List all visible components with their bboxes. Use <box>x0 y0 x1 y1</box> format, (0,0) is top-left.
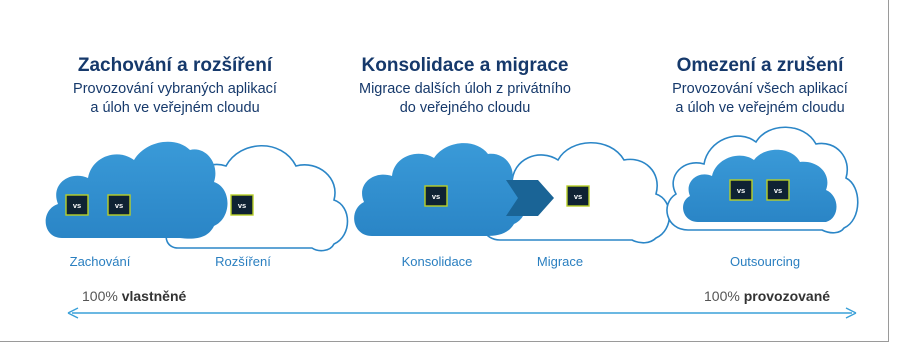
vs-box-konsolidace: vs <box>424 185 448 207</box>
axis-left-percent: 100% <box>82 288 118 304</box>
label-outsourcing: Outsourcing <box>729 254 801 269</box>
diagram-frame <box>0 0 889 342</box>
migration-arrow-icon <box>506 180 554 216</box>
vs-box-zachovani-1: vs <box>65 194 89 216</box>
axis-right-percent: 100% <box>704 288 740 304</box>
vs-box-outsourcing-2: vs <box>766 179 790 201</box>
column-3-subtitle-line-2: a úloh ve veřejném cloudu <box>675 100 845 116</box>
vs-box-outsourcing-1: vs <box>729 179 753 201</box>
label-rozsireni: Rozšíření <box>215 254 271 269</box>
vs-label: vs <box>73 201 81 210</box>
column-2-title: Konsolidace a migrace <box>361 55 569 76</box>
label-konsolidace: Konsolidace <box>401 254 473 269</box>
axis-left-word: vlastněné <box>121 288 187 304</box>
vs-label: vs <box>238 201 246 210</box>
cloud-filled-zachovani <box>45 141 228 239</box>
vs-label: vs <box>115 201 123 210</box>
column-1-subtitle-line-2: a úloh ve veřejném cloudu <box>90 100 260 116</box>
vs-label: vs <box>737 186 745 195</box>
vs-label: vs <box>432 192 440 201</box>
vs-box-zachovani-2: vs <box>107 194 131 216</box>
column-1-title: Zachování a rozšíření <box>77 55 273 76</box>
vs-label: vs <box>574 192 582 201</box>
vs-label: vs <box>774 186 782 195</box>
column-2-subtitle-line-1: Migrace dalších úloh z privátního <box>359 81 571 97</box>
axis-left-label: 100% vlastněné <box>82 288 186 304</box>
label-migrace: Migrace <box>536 254 584 269</box>
column-3-title: Omezení a zrušení <box>676 55 844 76</box>
vs-box-rozsireni: vs <box>230 194 254 216</box>
column-2-subtitle-line-2: do veřejného cloudu <box>399 100 531 116</box>
cloud-filled-outsourcing <box>683 149 837 222</box>
label-zachovani: Zachování <box>69 254 131 269</box>
column-1-subtitle-line-1: Provozování vybraných aplikací <box>73 81 277 97</box>
column-3-subtitle-line-1: Provozování všech aplikací <box>672 81 848 97</box>
ownership-scale-arrow <box>67 307 857 319</box>
axis-right-label: 100% provozované <box>704 288 830 304</box>
vs-box-migrace: vs <box>566 185 590 207</box>
axis-right-word: provozované <box>743 288 831 304</box>
